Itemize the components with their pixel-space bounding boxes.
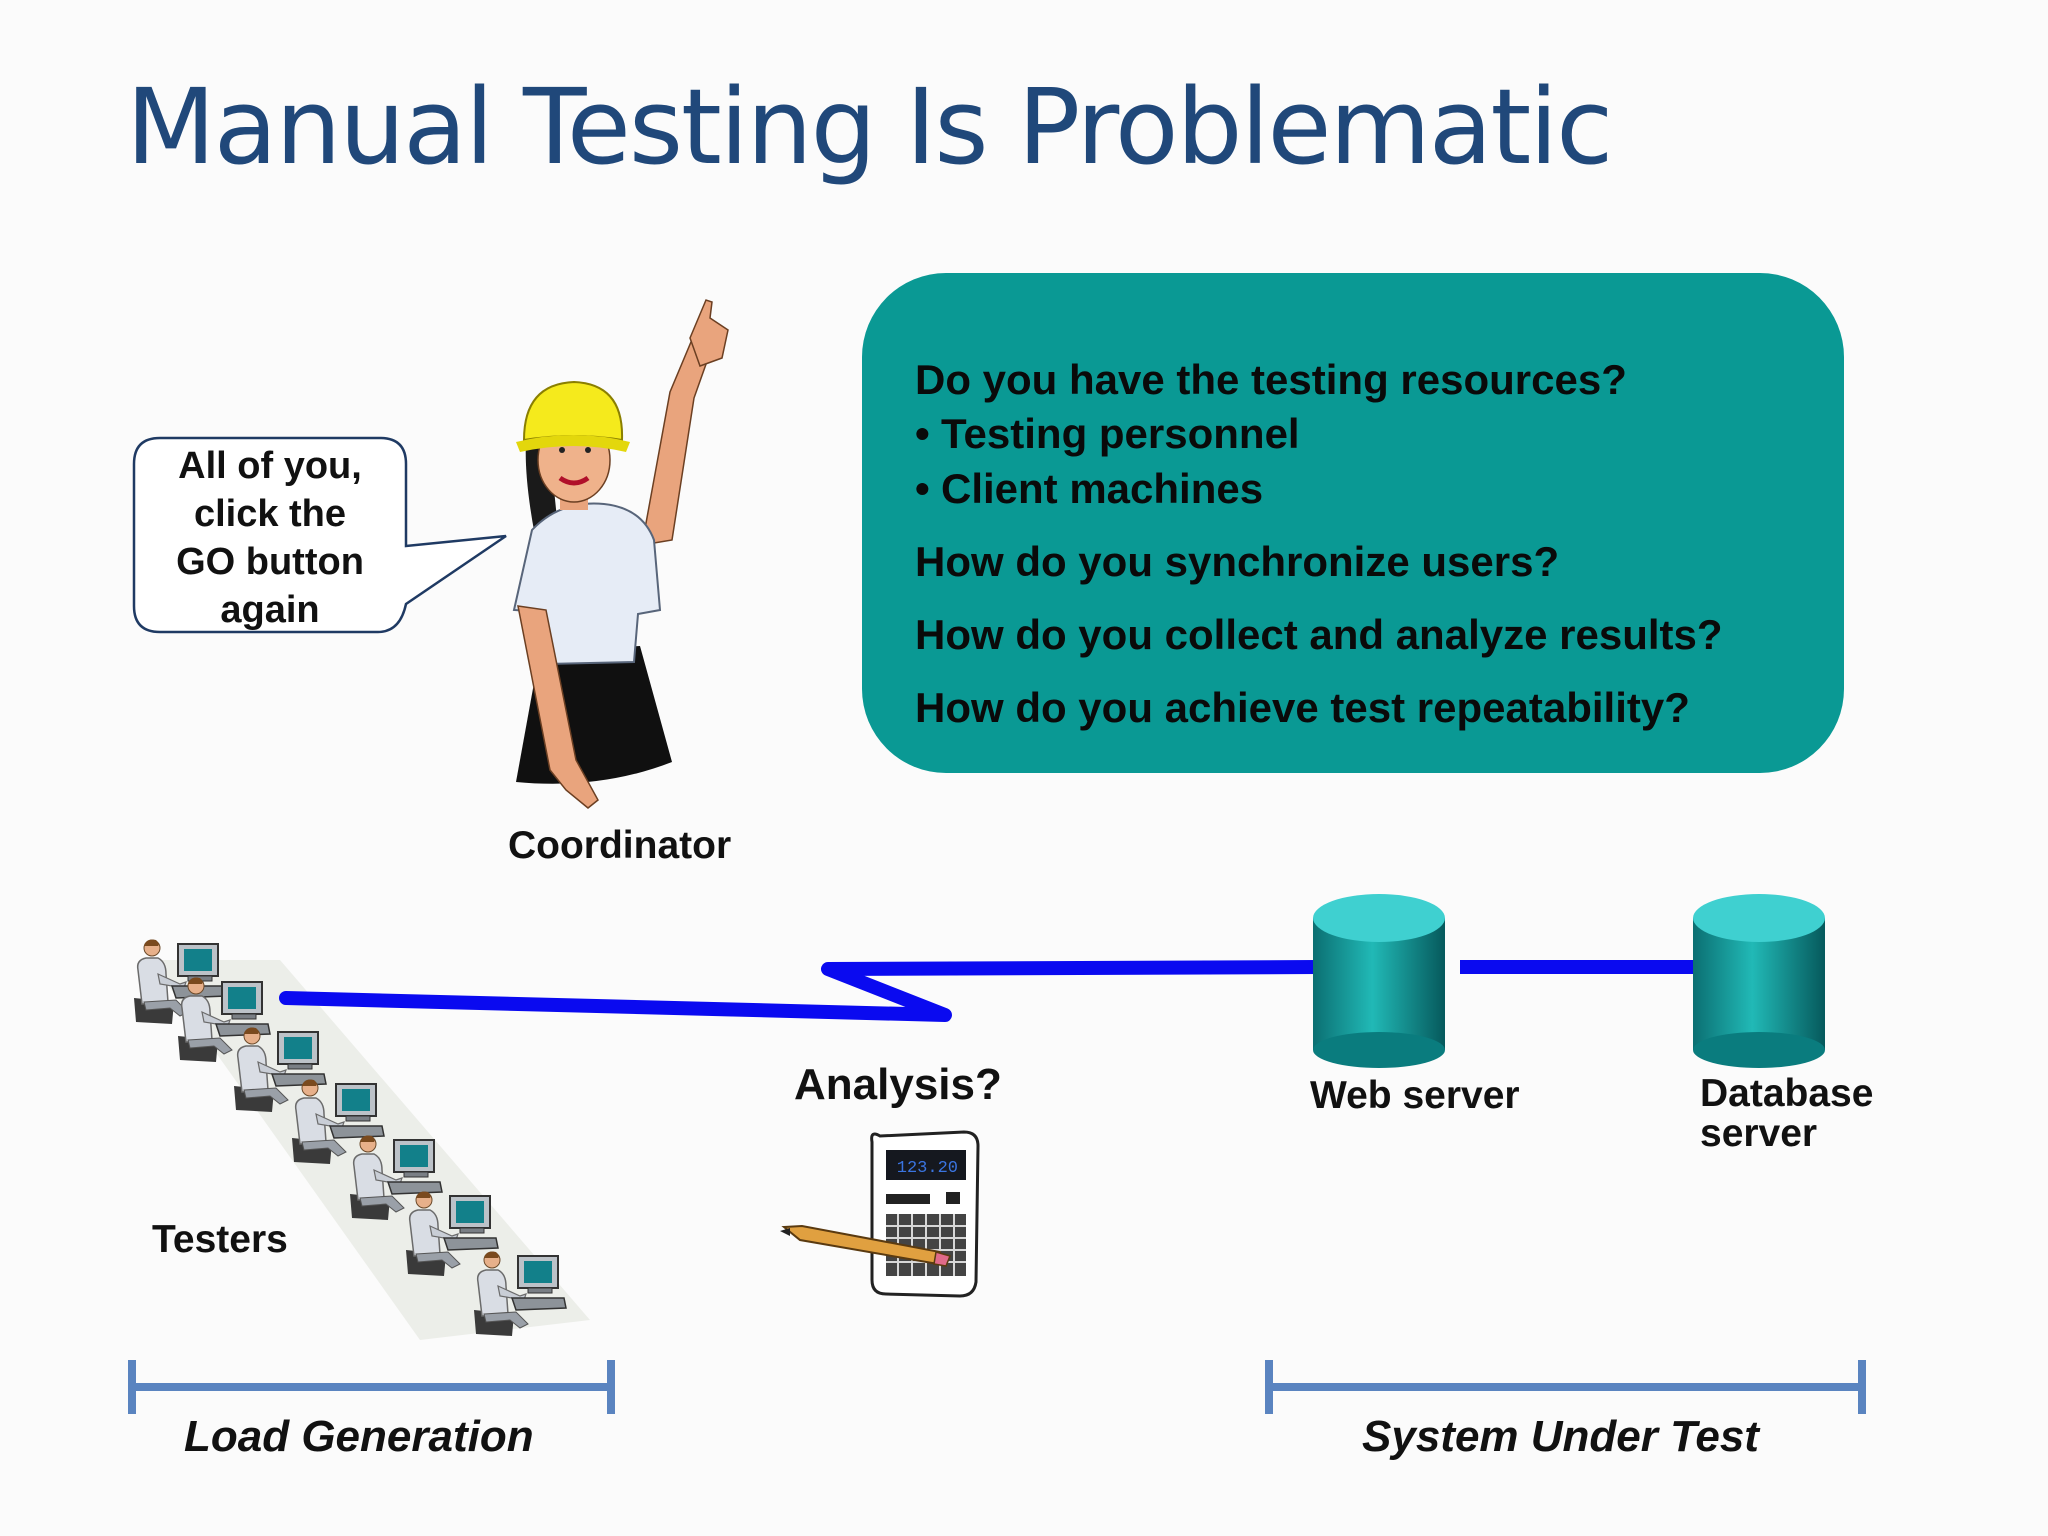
speech-line: All of you, xyxy=(178,445,362,487)
speech-line: GO button xyxy=(176,541,364,583)
database-server-icon xyxy=(1693,894,1825,1068)
bullet-text: Testing personnel xyxy=(941,410,1300,457)
speech-line: again xyxy=(220,589,320,631)
database-server-label-line: Database xyxy=(1700,1072,1874,1115)
bullet-item: •Client machines xyxy=(915,465,1264,512)
question-resources: Do you have the testing resources? xyxy=(915,356,1627,403)
question-synchronize: How do you synchronize users? xyxy=(915,538,1560,585)
database-server-label-line: server xyxy=(1700,1112,1818,1155)
web-server-label: Web server xyxy=(1310,1074,1520,1117)
calculator-icon: 123.20 xyxy=(870,1130,980,1298)
bullet-item: •Testing personnel xyxy=(915,410,1300,457)
web-server-icon xyxy=(1313,894,1445,1068)
page-title: Manual Testing Is Problematic xyxy=(126,66,1613,188)
question-collect: How do you collect and analyze results? xyxy=(915,611,1723,658)
question-repeatability: How do you achieve test repeatability? xyxy=(915,684,1690,731)
calculator-display: 123.20 xyxy=(897,1159,958,1178)
analysis-label: Analysis? xyxy=(794,1060,1002,1109)
speech-line: click the xyxy=(193,493,347,535)
testers-label: Testers xyxy=(152,1218,288,1261)
pencil-icon xyxy=(780,1224,952,1267)
system-under-test-label: System Under Test xyxy=(1362,1412,1759,1461)
coordinator-label: Coordinator xyxy=(508,824,732,867)
tester-workstations xyxy=(133,938,590,1340)
system-under-test-bracket xyxy=(1265,1360,1866,1414)
speech-bubble-text: All of you, click the GO button again xyxy=(140,442,400,634)
bullet-text: Client machines xyxy=(941,465,1264,512)
load-generation-label: Load Generation xyxy=(184,1412,534,1461)
database-server-label: Database server xyxy=(1700,1074,1873,1154)
speech-bubble xyxy=(132,436,507,634)
questions-callout xyxy=(862,273,1844,773)
network-link xyxy=(279,960,1696,1022)
coordinator-figure xyxy=(512,299,729,809)
load-generation-bracket xyxy=(128,1360,615,1414)
